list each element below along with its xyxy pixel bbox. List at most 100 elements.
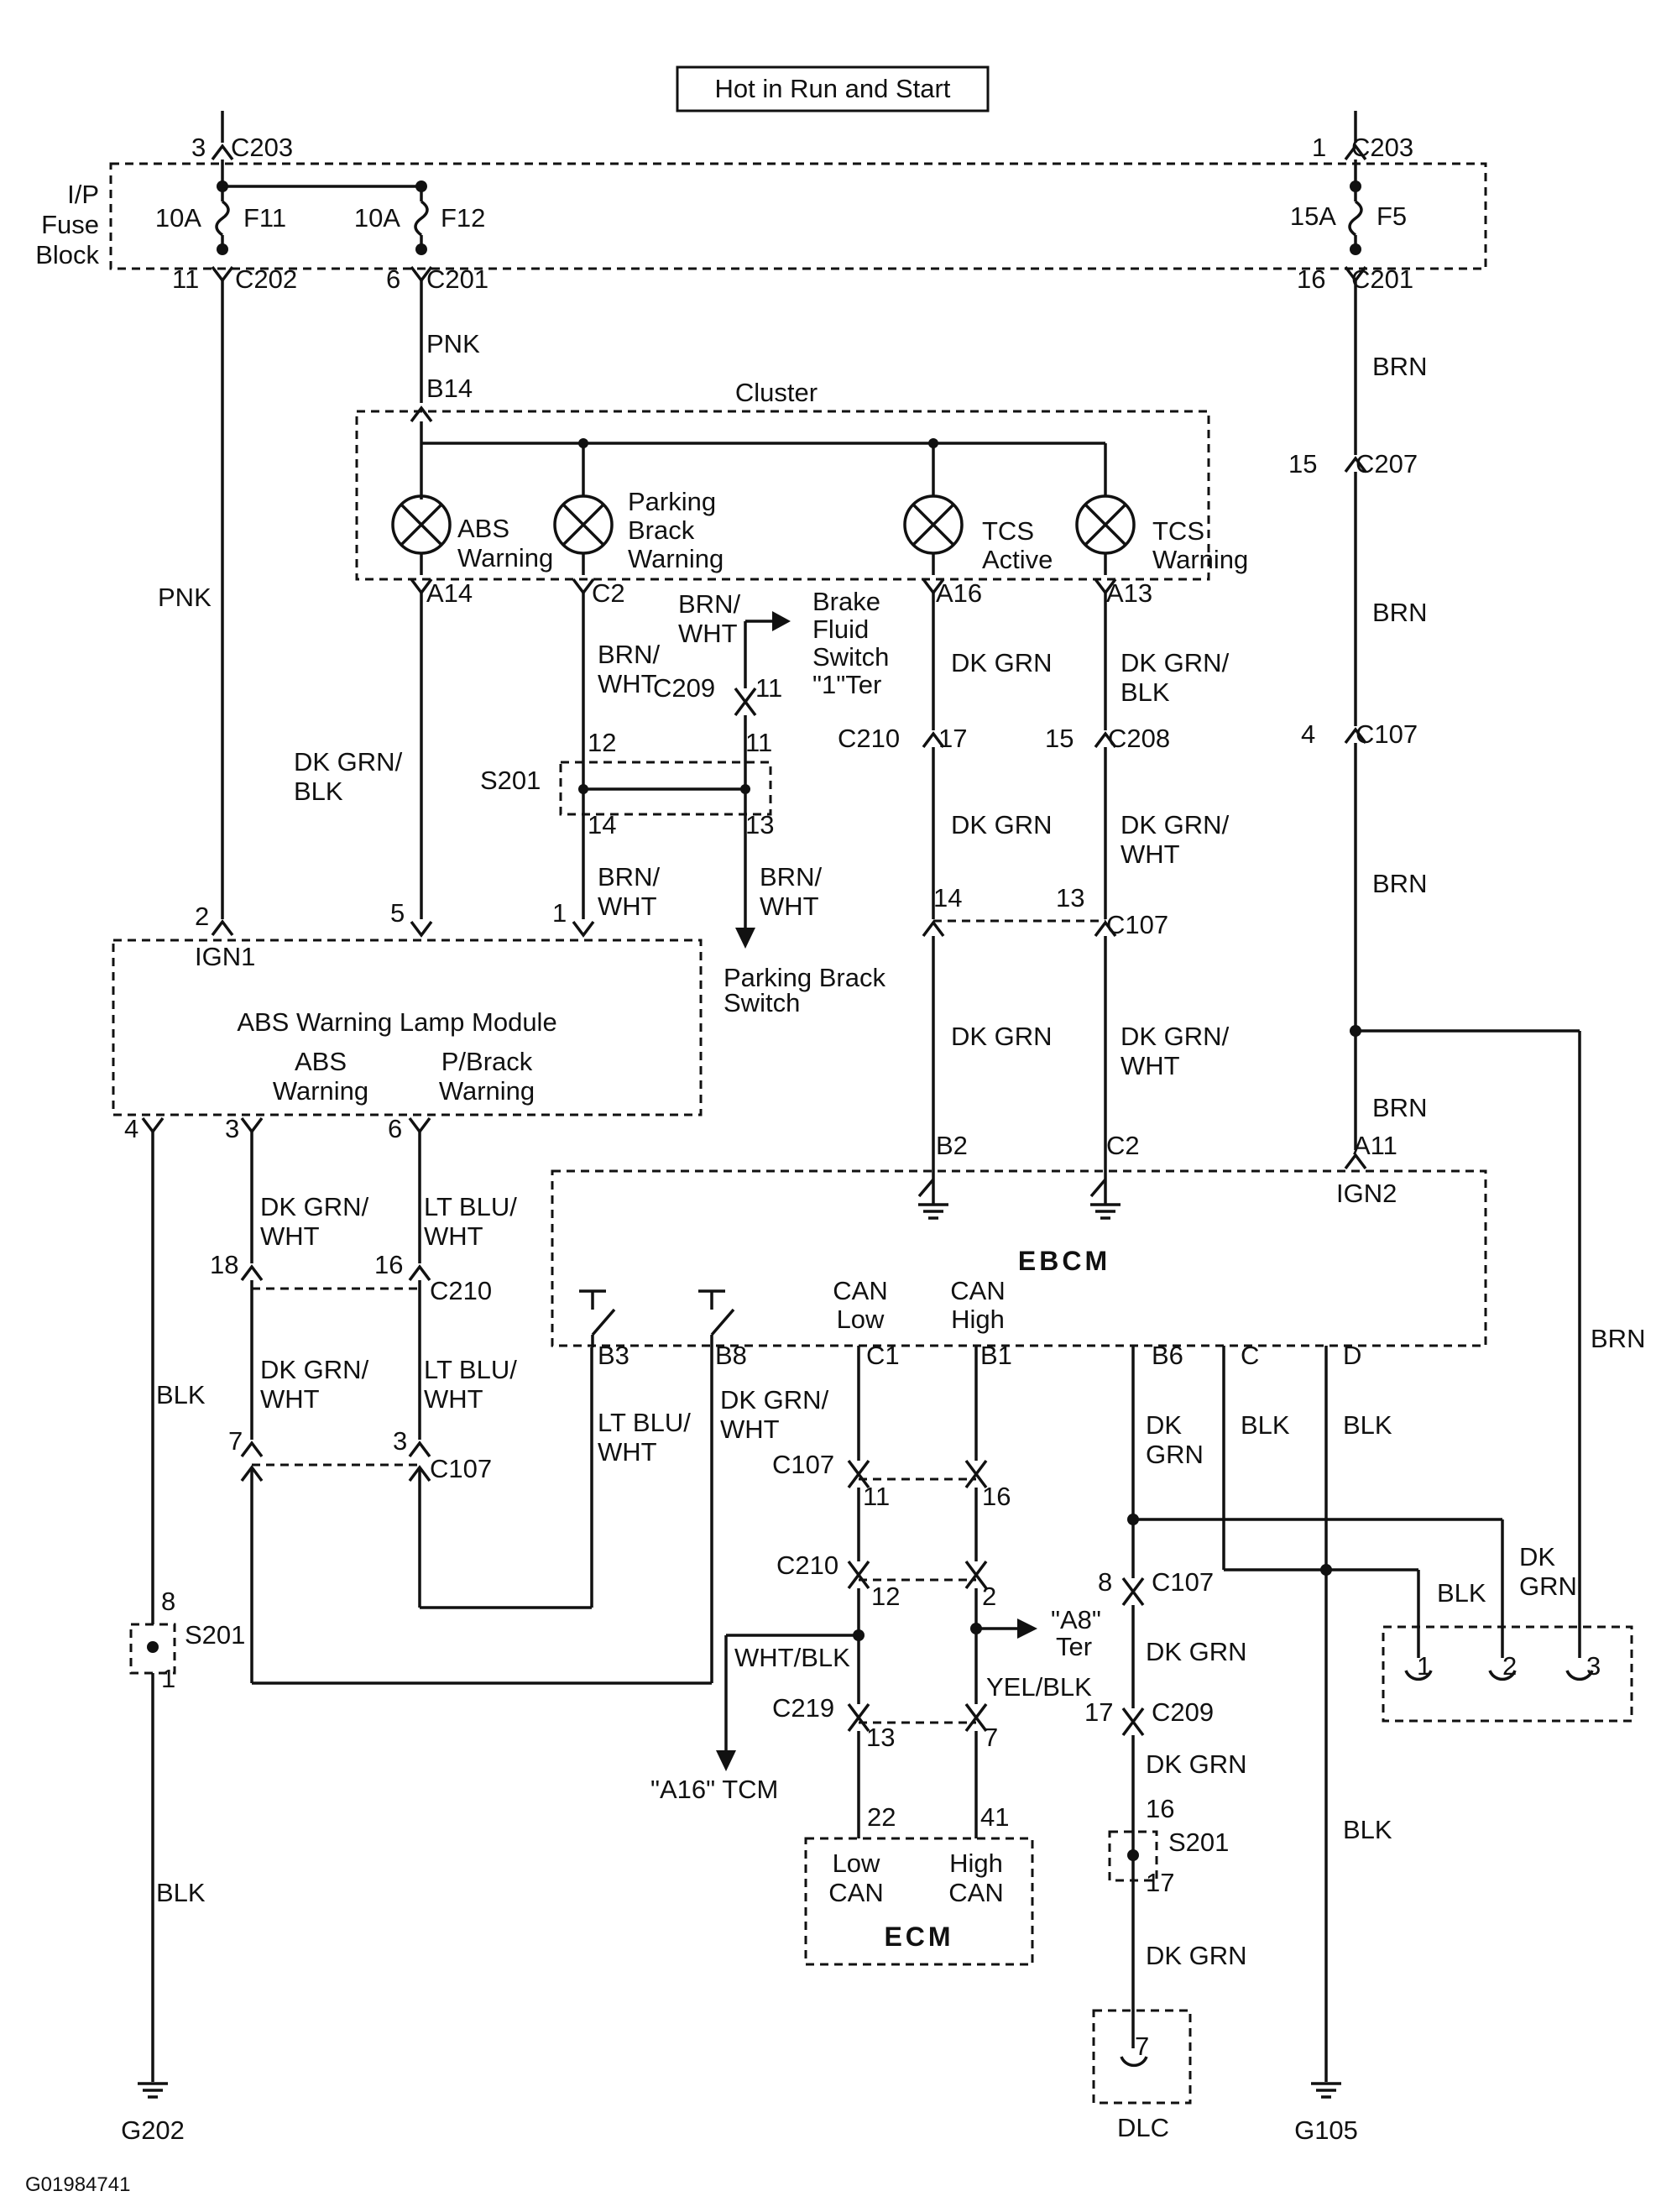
connector-label: C107 — [1152, 1567, 1214, 1597]
connector-label: D — [1343, 1341, 1361, 1370]
connector-label: 4 — [1301, 719, 1315, 749]
a16-tcm-label: "A16" TCM — [650, 1775, 778, 1804]
connector-label: C219 — [772, 1693, 834, 1723]
abs-lamp-module-label: ABS Warning Lamp Module — [237, 1007, 556, 1037]
wire-parking-warning — [572, 593, 750, 938]
connector-label: 3 — [393, 1426, 407, 1456]
wire-color-label: PNK — [158, 583, 212, 612]
wire-blk-c-d — [1222, 1346, 1420, 2099]
wire-color-label: WHT — [598, 892, 657, 921]
connector-label: 18 — [210, 1250, 238, 1279]
lamp-tcs-active — [903, 443, 964, 595]
connector-label: 11 — [172, 264, 199, 294]
ecm-box — [804, 1837, 1034, 1966]
wire-color-label: DK — [1146, 1410, 1182, 1440]
wire-color-label: BLK — [1343, 1815, 1392, 1844]
wire-color-label: LT BLU/ — [424, 1355, 517, 1384]
ebcm-ground-c2 — [1089, 1167, 1121, 1220]
wire-color-label: BRN/ — [760, 862, 822, 892]
wire-color-label: YEL/BLK — [986, 1672, 1092, 1702]
connector-label: 2 — [982, 1582, 996, 1611]
lamp-parking-label-3: Warning — [628, 544, 724, 573]
wire-color-label: BRN — [1591, 1324, 1645, 1353]
wire-color-label: BRN — [1372, 598, 1427, 627]
wire-color-label: BRN — [1372, 352, 1427, 381]
wire-color-label: WHT — [1121, 1051, 1180, 1080]
connector-label: B1 — [980, 1341, 1012, 1370]
fuse-f12-rating: 10A — [354, 203, 400, 233]
connector-label: 14 — [588, 810, 616, 839]
connector-label: C210 — [838, 724, 900, 753]
connector-label: 1 — [161, 1664, 175, 1693]
connector-label: 3 — [1586, 1651, 1601, 1681]
wire-color-label: DK GRN — [1146, 1941, 1247, 1970]
connector-label: C208 — [1108, 724, 1170, 753]
lamp-tcs-warning-label-1: TCS — [1152, 516, 1204, 546]
lamp-abs-warning — [391, 487, 452, 595]
fuse-f5 — [1344, 159, 1367, 283]
connector-label: C209 — [1152, 1697, 1214, 1727]
connector-label: 13 — [745, 810, 774, 839]
pbrack-warning-pin-2: Warning — [439, 1076, 535, 1106]
connector-label: 16 — [1146, 1794, 1174, 1823]
wire-color-label: WHT — [424, 1221, 483, 1251]
connector-label: 1 — [1312, 133, 1326, 162]
connector-label: C201 — [1351, 264, 1413, 294]
connector-label: C202 — [235, 264, 297, 294]
can-high-label-2: High — [951, 1305, 1005, 1334]
connector-label: A11 — [1353, 1131, 1397, 1160]
splice-s201-upper — [559, 761, 772, 816]
wire-tcs-warning — [1094, 593, 1117, 1167]
fuse-block-label-2: Fuse — [41, 210, 99, 239]
wire-color-label: GRN — [1146, 1440, 1204, 1469]
a8-ter-label-1: "A8" — [1051, 1605, 1101, 1634]
wire-color-label: BRN — [1372, 1093, 1427, 1122]
ebcm-switch-b3 — [579, 1289, 616, 1347]
wire-color-label: WHT — [260, 1384, 320, 1414]
title-text: Hot in Run and Start — [715, 74, 951, 103]
connector-label: 14 — [933, 883, 962, 913]
wire-g202 — [129, 1116, 176, 2099]
connector-label: B6 — [1152, 1341, 1183, 1370]
connector-label: 17 — [1146, 1868, 1174, 1897]
connector-label: 8 — [161, 1587, 175, 1616]
connector-label: 11 — [863, 1482, 890, 1511]
wire-color-label: DK — [1519, 1542, 1555, 1571]
abs-warning-pin-1: ABS — [295, 1047, 347, 1076]
wire-abs-output — [240, 1116, 713, 1685]
can-low-label-1: CAN — [833, 1276, 887, 1305]
wire-color-label: WHT/BLK — [734, 1643, 850, 1672]
a8-ter-label-2: Ter — [1056, 1632, 1092, 1661]
wire-color-label: BLK — [1343, 1410, 1392, 1440]
wire-color-label: BLK — [294, 777, 343, 806]
wire-color-label: WHT — [424, 1384, 483, 1414]
ecm-low-label-2: CAN — [828, 1878, 883, 1907]
wire-color-label: DK GRN — [1146, 1749, 1247, 1779]
wire-color-label: DK GRN/ — [720, 1385, 829, 1415]
connector-label: 12 — [588, 728, 616, 757]
connector-label: C107 — [772, 1450, 834, 1479]
wire-brn-feed — [1344, 280, 1581, 1658]
wire-color-label: BRN/ — [598, 640, 660, 669]
connector-label: S201 — [185, 1620, 245, 1650]
connector-label: S201 — [480, 766, 541, 795]
brake-fluid-label-4: "1"Ter — [812, 670, 881, 699]
connector-label: 11 — [755, 673, 782, 703]
connector-label: 17 — [1084, 1697, 1113, 1727]
wire-color-label: DK GRN/ — [260, 1355, 369, 1384]
connector-label: 13 — [1056, 883, 1084, 913]
connector-label: A14 — [426, 578, 473, 608]
wire-color-label: DK GRN — [951, 1022, 1053, 1051]
pbrack-warning-pin-1: P/Brack — [441, 1047, 533, 1076]
wire-tcs-active — [922, 593, 945, 1167]
abs-warning-pin-2: Warning — [273, 1076, 368, 1106]
dlc-box — [1092, 2009, 1192, 2105]
top-feeds — [211, 111, 1367, 161]
fuse-block-label-1: I/P — [67, 180, 99, 209]
connector-label: 41 — [980, 1802, 1009, 1832]
dlc-label: DLC — [1117, 2113, 1169, 2142]
connector-label: B8 — [715, 1341, 747, 1370]
ecm-high-label-1: High — [949, 1849, 1003, 1878]
ign2-label: IGN2 — [1336, 1179, 1397, 1208]
connector-label: C2 — [592, 578, 625, 608]
